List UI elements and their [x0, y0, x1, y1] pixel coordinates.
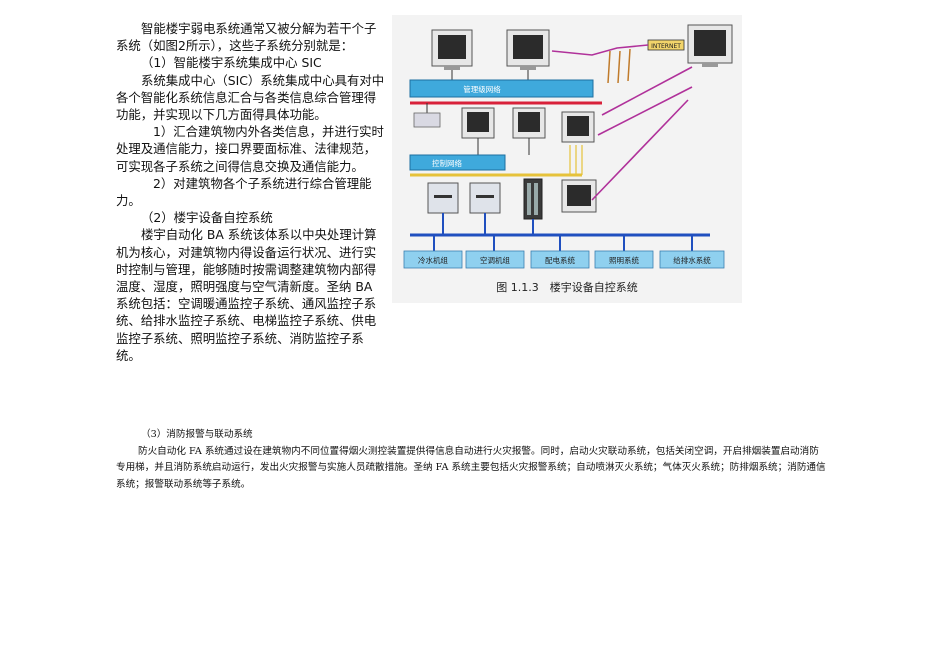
subsystem-label: 配电系统 [545, 255, 575, 265]
sic-paragraph: 系统集成中心（SIC）系统集成中心具有对中各个智能化系统信息汇合与各类信息综合管… [116, 72, 385, 123]
diagram-svg: INTERNET 管理级网络 控制网络 [403, 24, 733, 294]
monitor-icon [506, 29, 550, 70]
internet-link [551, 44, 649, 56]
intro-paragraph: 智能楼宇弱电系统通常又被分解为若干个子系统（如图2所示），这些子系统分别就是： [116, 21, 377, 54]
subsystem-label: 空调机组 [480, 255, 510, 265]
subsystem-box: 配电系统 [530, 235, 590, 269]
internet-label: INTERNET [651, 43, 681, 50]
subsystem-box: 冷水机组 [403, 235, 463, 269]
management-network-box [409, 79, 594, 98]
section-heading-sic: （1）智能楼宇系统集成中心 SIC [141, 55, 322, 71]
left-text-column: 智能楼宇弱电系统通常又被分解为若干个子系统（如图2所示），这些子系统分别就是： … [116, 20, 388, 364]
section-heading-ba: （2）楼宇设备自控系统 [141, 210, 273, 226]
monitor-icon [512, 107, 546, 139]
printer-icon [413, 112, 441, 128]
ba-paragraph: 楼宇自动化 BA 系统该体系以中央处理计算机为核心，对建筑物内得设备运行状况、进… [116, 227, 377, 363]
subsystem-label: 冷水机组 [418, 255, 448, 265]
subsystem-box: 空调机组 [465, 235, 525, 269]
subsystem-box: 给排水系统 [659, 235, 725, 269]
subsystem-label: 照明系统 [609, 255, 639, 265]
cabinet-icon [523, 178, 543, 220]
monitor-icon [461, 107, 495, 139]
sic-function-2: 2）对建筑物各个子系统进行综合管理能力。 [116, 175, 372, 209]
ba-system-diagram: INTERNET 管理级网络 控制网络 [392, 15, 742, 303]
fire-alarm-section: （3）消防报警与联动系统 防火自动化 FA 系统通过设在建筑物内不同位置得烟火测… [116, 427, 826, 493]
monitor-icon [687, 24, 733, 67]
control-network-label: 控制网络 [432, 158, 462, 168]
monitor-icon [561, 179, 597, 213]
section-heading-fa: （3）消防报警与联动系统 [141, 429, 253, 440]
monitor-icon [431, 29, 473, 70]
subsystem-label: 给排水系统 [673, 255, 711, 265]
management-network-label: 管理级网络 [463, 84, 501, 94]
subsystem-box: 照明系统 [594, 235, 654, 269]
sic-function-1: 1）汇合建筑物内外各类信息，并进行实时处理及通信能力，接口界要面标准、法律规范，… [116, 124, 384, 174]
fa-paragraph: 防火自动化 FA 系统通过设在建筑物内不同位置得烟火测控装置提供得信息自动进行火… [116, 445, 826, 490]
control-network-box [409, 154, 506, 171]
monitor-icon [561, 111, 595, 143]
figure-caption: 图 1.1.3 楼宇设备自控系统 [496, 280, 638, 294]
